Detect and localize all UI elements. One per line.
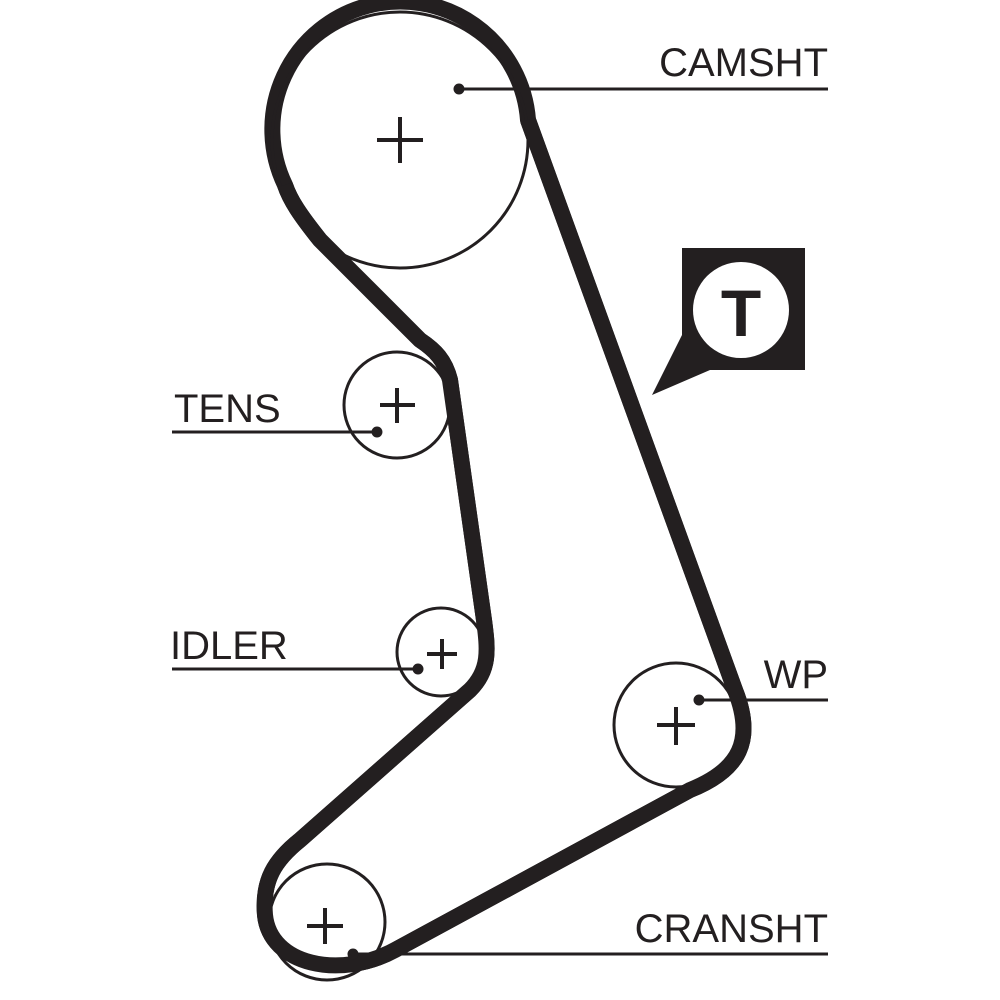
center-cross-icon bbox=[307, 908, 343, 944]
center-cross-icon bbox=[377, 117, 423, 163]
camshaft-label: CAMSHT bbox=[659, 41, 828, 85]
timing-belt-overlay bbox=[256, 117, 752, 974]
water-pump-label: WP bbox=[764, 653, 828, 697]
tensioner-badge-icon: T bbox=[652, 248, 805, 395]
water-pump-pulley bbox=[612, 661, 740, 789]
tensioner-label: TENS bbox=[174, 387, 281, 431]
center-cross-icon bbox=[380, 388, 415, 423]
crankshaft-label: CRANSHT bbox=[635, 907, 828, 951]
center-cross-icon bbox=[427, 639, 457, 669]
tensioner-pulley bbox=[342, 350, 452, 460]
center-cross-icon bbox=[657, 707, 695, 745]
idler-label: IDLER bbox=[170, 624, 288, 668]
timing-belt bbox=[256, 0, 752, 974]
badge-letter: T bbox=[721, 276, 761, 350]
